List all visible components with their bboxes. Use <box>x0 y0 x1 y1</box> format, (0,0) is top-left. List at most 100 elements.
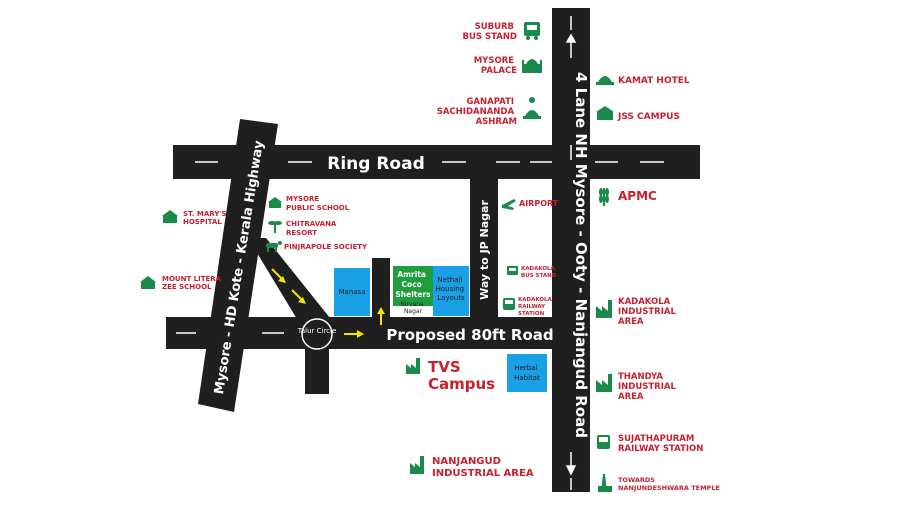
litera-label-l2: ZEE SCHOOL <box>162 283 212 291</box>
factory-icon-thandya <box>596 374 612 392</box>
airplane-icon <box>502 199 516 210</box>
chitra-label-l1: CHITRAVANA <box>286 220 337 228</box>
ashram-label-l2: SACHIDANANDA <box>437 107 515 117</box>
plot-access-road <box>372 258 390 317</box>
school-icon-litera <box>140 276 156 289</box>
factory-icon-tvs <box>406 358 420 374</box>
meditation-icon <box>523 97 541 119</box>
sujathapuram-label: SUJATHAPURAM RAILWAY STATION <box>618 434 703 454</box>
nirvana-label-l2: Nagar <box>404 308 423 315</box>
herbal-label-l2: Habitat <box>514 374 540 382</box>
mysore-palace-label: MYSORE PALACE <box>474 56 517 76</box>
route-arrow-4 <box>377 307 385 325</box>
krail-label-l3: STATION <box>518 311 545 317</box>
herbal-label-l1: Herbal <box>514 364 537 372</box>
amrita-label-l2: Coco <box>402 280 422 289</box>
nirvana-label-l1: Nirvana <box>400 301 424 308</box>
chitravana-resort-label: CHITRAVANA RESORT <box>286 220 339 237</box>
amrita-label-l3: Shelters <box>395 290 431 299</box>
airport-label: AIRPORT <box>519 199 559 208</box>
nanjangud-industrial-label: NANJANGUD INDUSTRIAL AREA <box>432 456 534 479</box>
nethaji-label-l2: Housing <box>436 285 464 293</box>
kadakola-industrial-label: KADAKOLA INDUSTRIAL AREA <box>618 297 679 327</box>
thandya-label-l1: THANDYA <box>618 372 663 382</box>
tvs-label-l2: Campus <box>428 375 495 393</box>
towards-label-l1: TOWARDS <box>618 476 655 484</box>
thandya-label-l2: INDUSTRIAL <box>618 382 676 392</box>
nh-up-arrow <box>565 33 577 58</box>
nethaji-label: Nethaji Housing Layouts <box>436 276 467 302</box>
palace-label-l2: PALACE <box>481 66 517 76</box>
thandya-label-l3: AREA <box>618 392 644 402</box>
suburb-bus-stand-label: SUBURB BUS STAND <box>463 22 517 42</box>
stmary-label-l2: HOSPITAL <box>183 218 222 226</box>
manasa-label: Manasa <box>339 288 366 296</box>
stmary-label-l1: ST. MARY'S <box>183 210 227 218</box>
mps-label-l1: MYSORE <box>286 195 319 203</box>
cow-icon <box>266 241 282 252</box>
nethaji-label-l1: Nethaji <box>437 276 462 284</box>
hotel-icon <box>596 76 614 85</box>
tvs-label-l1: TVS <box>428 358 461 376</box>
jp-nagar-label: Way to JP Nagar <box>478 200 491 300</box>
amrita-coco-shelters-plot[interactable] <box>393 266 433 306</box>
ashram-label: GANAPATI SACHIDANANDA ASHRAM <box>437 97 517 127</box>
amrita-label-l1: Amrita <box>397 270 426 279</box>
kbus-label-l1: KADAKOLA <box>521 266 556 272</box>
nanj-label-l2: INDUSTRIAL AREA <box>432 468 534 479</box>
wheat-icon <box>599 188 609 206</box>
nirvana-nagar-label: Nirvana Nagar <box>400 301 425 315</box>
jss-campus-label: JSS CAMPUS <box>617 112 680 122</box>
kadakola-bus-stand-label: KADAKOLA BUS STAND <box>521 266 557 279</box>
palace-icon <box>522 59 542 73</box>
tvs-campus-label: TVS Campus <box>428 358 495 393</box>
train-icon <box>503 298 515 310</box>
jp-nagar-road <box>470 179 498 317</box>
amrita-label: Amrita Coco Shelters <box>395 270 431 299</box>
nh-down-arrow <box>565 452 577 476</box>
kamat-hotel-label: KAMAT HOTEL <box>618 76 690 86</box>
apmc-label: APMC <box>618 189 657 203</box>
bus-icon <box>524 22 540 40</box>
chitra-label-l2: RESORT <box>286 229 317 237</box>
manasa-plot <box>334 268 370 316</box>
kadakola-bus-icon <box>507 266 518 275</box>
suja-label-l1: SUJATHAPURAM <box>618 434 694 444</box>
litera-label-l1: MOUNT LITERA <box>162 275 222 283</box>
kind-label-l3: AREA <box>618 317 644 327</box>
campus-icon <box>596 106 614 120</box>
kbus-label-l2: BUS STAND <box>521 273 557 279</box>
krail-label-l1: KADAKOLA <box>518 297 553 303</box>
kind-label-l1: KADAKOLA <box>618 297 671 307</box>
st-marys-hospital-label: ST. MARY'S HOSPITAL <box>183 210 229 226</box>
talur-circle-label: Talur Circle <box>297 327 337 335</box>
krail-label-l2: RAILWAY <box>518 304 546 310</box>
route-arrow-1 <box>271 268 286 283</box>
factory-icon-kadakola <box>596 300 612 318</box>
herbal-label: Herbal Habitat <box>514 364 540 382</box>
nanj-label-l1: NANJANGUD <box>432 456 501 467</box>
sujathapuram-train-icon <box>597 435 610 449</box>
hospital-icon <box>162 210 178 223</box>
towards-label-l2: NANJUNDESHWARA TEMPLE <box>618 484 720 492</box>
ring-road-label: Ring Road <box>327 154 425 174</box>
mount-litera-label: MOUNT LITERA ZEE SCHOOL <box>162 275 224 291</box>
nh-road <box>552 8 590 492</box>
pinjrapole-label: PINJRAPOLE SOCIETY <box>284 243 368 251</box>
ashram-label-l3: ASHRAM <box>476 117 517 127</box>
nethaji-housing-plot <box>433 266 469 316</box>
factory-icon-nanjangud <box>410 456 424 474</box>
ashram-label-l1: GANAPATI <box>466 97 514 107</box>
talur-connector-road <box>248 238 330 334</box>
school-icon-mps <box>268 197 282 208</box>
herbal-habitat-plot <box>507 354 547 392</box>
mysore-public-school-label: MYSORE PUBLIC SCHOOL <box>286 195 350 212</box>
route-arrow-3 <box>344 330 364 338</box>
talur-circle <box>301 318 333 350</box>
palm-tree-icon <box>268 221 282 233</box>
temple-icon <box>598 474 612 492</box>
kind-label-l2: INDUSTRIAL <box>618 307 676 317</box>
hd-kote-highway <box>198 119 278 412</box>
route-arrow-2 <box>291 289 306 304</box>
suburb-label-l2: BUS STAND <box>463 32 517 42</box>
